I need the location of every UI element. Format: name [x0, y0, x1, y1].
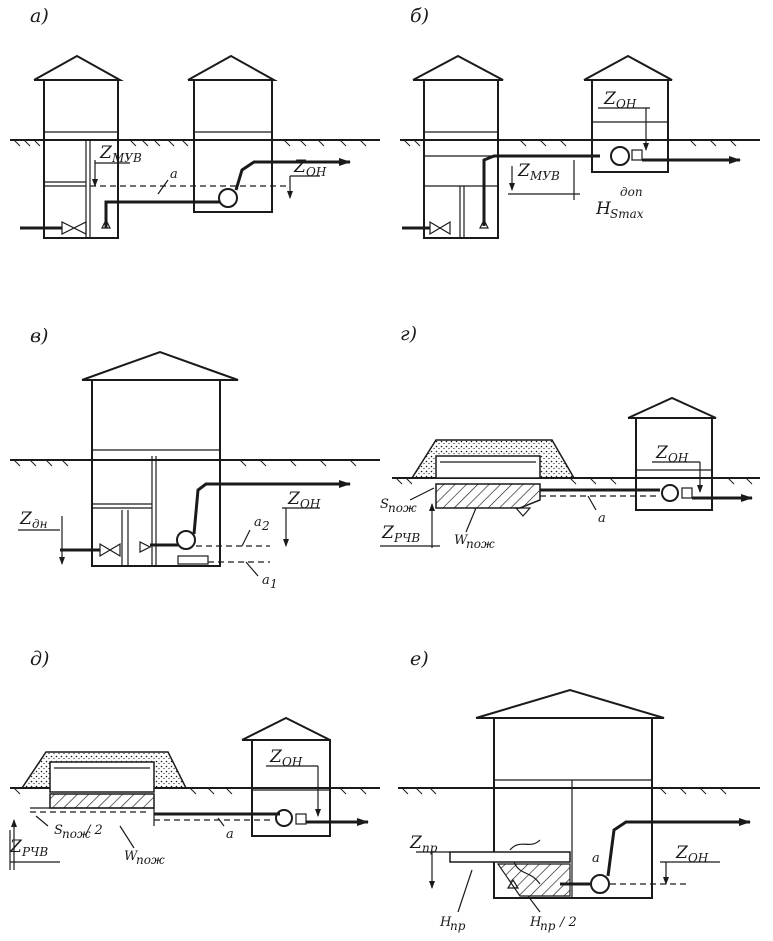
intake-building	[412, 54, 504, 239]
w-pozh-subscript: пож	[136, 853, 165, 867]
panel-b: б) Z ОН	[400, 5, 760, 239]
z-rchv-subscript: РЧВ	[21, 845, 48, 859]
pump-building	[187, 54, 278, 213]
h-pr-label: H	[439, 915, 452, 930]
panel-g-label: г)	[400, 323, 417, 345]
z-on-label: Z	[287, 489, 301, 509]
h-pr2-label: H	[529, 915, 542, 930]
valve-icon	[429, 220, 451, 236]
pump-building	[583, 54, 673, 173]
z-on-subscript: ОН	[300, 497, 321, 511]
h-pr2-subscript: пр	[540, 919, 556, 933]
ground-hatch	[395, 477, 753, 485]
panel-v-label: в)	[30, 325, 48, 347]
s-pozh-subscript: пож	[388, 501, 417, 515]
z-dn-label: Z	[19, 509, 33, 529]
h-smax-superscript: доп	[620, 185, 643, 199]
fire-reserve-volume	[435, 483, 541, 509]
z-rchv-subscript: РЧВ	[393, 531, 420, 545]
a-label: a	[592, 851, 600, 866]
ground-hatch	[13, 787, 367, 795]
z-rchv-label: Z	[9, 837, 23, 857]
reservoir-water	[435, 455, 541, 479]
a1-subscript: 1	[270, 577, 278, 591]
suction-bell-icon	[139, 541, 152, 553]
pump-building	[627, 396, 717, 511]
suction-bell-icon	[479, 218, 489, 229]
z-on-subscript: ОН	[668, 451, 689, 465]
z-pr-subscript: пр	[422, 841, 438, 855]
combined-building	[475, 688, 665, 899]
ground-hatch	[401, 787, 727, 795]
panel-v: в) Z ОН Z дн	[10, 325, 380, 591]
a-label: a	[170, 167, 178, 182]
a-label: a	[226, 827, 234, 842]
z-muv-label: Z	[99, 143, 113, 163]
z-on-subscript: ОН	[282, 755, 303, 769]
panel-g: г) Z ОН S пож Z РЧВ W пож	[380, 323, 760, 551]
w-pozh-label: W	[454, 533, 469, 548]
ground-hatch	[403, 139, 737, 147]
z-muv-label: Z	[517, 161, 531, 181]
reservoir-water	[49, 761, 155, 793]
z-pr-label: Z	[409, 833, 423, 853]
filter-tray	[449, 851, 571, 863]
s-pozh2-tail: / 2	[84, 823, 103, 838]
z-on-label: Z	[655, 443, 669, 463]
a-label: a	[598, 511, 606, 526]
suction-bell-icon	[101, 218, 111, 229]
s-pozh2-subscript: пож	[62, 827, 91, 841]
pump-icon	[661, 484, 679, 502]
sump-icon	[514, 507, 532, 517]
panel-e-label: е)	[410, 648, 429, 670]
z-rchv-label: Z	[381, 523, 395, 543]
z-muv-subscript: МУВ	[529, 169, 560, 183]
z-muv-subscript: МУВ	[111, 151, 142, 165]
pump-icon	[275, 809, 293, 827]
pump-icon	[610, 146, 630, 166]
z-on-label: Z	[603, 89, 617, 109]
s-pozh-label: S	[380, 497, 389, 512]
valve-icon	[61, 221, 87, 235]
suction-bell-icon	[506, 878, 520, 889]
z-dn-subscript: дн	[32, 517, 48, 531]
w-pozh-subscript: пож	[466, 537, 495, 551]
pump-icon	[218, 188, 238, 208]
a2-label: a	[254, 515, 262, 530]
valve-icon	[99, 542, 121, 558]
panel-e: е) Z пр Z ОН H пр H пр / 2	[398, 648, 760, 933]
s-pozh2-label: S	[54, 823, 63, 838]
a1-label: a	[262, 573, 270, 588]
z-on-subscript: ОН	[616, 97, 637, 111]
ground-hatch	[13, 459, 357, 467]
fire-reserve-volume	[49, 793, 155, 809]
z-on-label: Z	[269, 747, 283, 767]
h-smax-subscript: Smax	[610, 207, 644, 221]
z-on-subscript: ОН	[306, 165, 327, 179]
z-on-subscript: ОН	[688, 851, 709, 865]
h-pr-subscript: пр	[450, 919, 466, 933]
pump-building	[241, 716, 331, 837]
combined-building	[81, 350, 239, 567]
panel-a: а)	[10, 5, 380, 239]
ground-hatch	[13, 139, 367, 147]
z-on-label: Z	[675, 843, 689, 863]
z-on-label: Z	[293, 157, 307, 177]
a2-subscript: 2	[261, 519, 270, 533]
sediment-zone	[496, 863, 571, 897]
w-pozh-label: W	[124, 849, 139, 864]
panel-d-label: д)	[30, 648, 49, 670]
h-pr2-tail: / 2	[558, 915, 577, 930]
panel-a-label: а)	[30, 5, 49, 27]
pump-icon	[176, 530, 196, 550]
panel-b-label: б)	[410, 5, 429, 27]
pump-icon	[590, 874, 610, 894]
h-smax-label: H	[595, 199, 612, 219]
panel-d: д) Z ОН S пож / 2 Z РЧВ	[9, 648, 380, 870]
